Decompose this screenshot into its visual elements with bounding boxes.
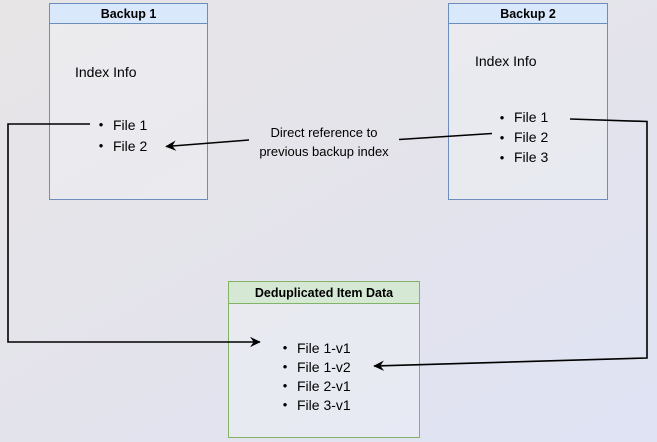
backup1-file-list: • File 1 • File 2 [94, 114, 148, 156]
list-item: • File 2-v1 [278, 376, 351, 395]
list-item: • File 2 [94, 135, 148, 156]
list-item: • File 2 [495, 127, 549, 147]
bullet-icon: • [98, 138, 104, 153]
dedup-title: Deduplicated Item Data [229, 282, 419, 304]
dedup-file-list: • File 1-v1 • File 1-v2 • File 2-v1 • Fi… [278, 338, 351, 414]
file-label: File 2 [514, 129, 549, 145]
list-item: • File 3 [495, 147, 549, 167]
file-label: File 3 [514, 149, 549, 165]
file-label: File 1-v2 [297, 358, 351, 375]
bullet-icon: • [98, 117, 104, 132]
backup2-title: Backup 2 [449, 4, 607, 24]
file-label: File 1-v1 [297, 339, 351, 356]
edge-label-line2: previous backup index [259, 144, 389, 159]
bullet-icon: • [499, 149, 505, 165]
file-label: File 1 [514, 109, 549, 125]
list-item: • File 1-v2 [278, 357, 351, 376]
file-label: File 2-v1 [297, 377, 351, 394]
file-label: File 3-v1 [297, 396, 351, 413]
bullet-icon: • [499, 129, 505, 145]
bullet-icon: • [282, 397, 288, 412]
backup2-file-list: • File 1 • File 2 • File 3 [495, 107, 549, 167]
bullet-icon: • [282, 359, 288, 374]
dedup-box: Deduplicated Item Data • File 1-v1 • Fil… [228, 281, 420, 438]
bullet-icon: • [499, 109, 505, 125]
list-item: • File 3-v1 [278, 395, 351, 414]
backup1-box: Backup 1 Index Info • File 1 • File 2 [49, 3, 208, 200]
list-item: • File 1-v1 [278, 338, 351, 357]
bullet-icon: • [282, 340, 288, 355]
file-label: File 2 [113, 137, 148, 154]
list-item: • File 1 [94, 114, 148, 135]
bullet-icon: • [282, 378, 288, 393]
file-label: File 1 [113, 116, 148, 133]
list-item: • File 1 [495, 107, 549, 127]
backup1-index-info-label: Index Info [75, 64, 137, 80]
backup2-index-info-label: Index Info [475, 53, 537, 69]
edge-label-direct-reference: Direct reference to previous backup inde… [243, 123, 405, 161]
edge-label-line1: Direct reference to [270, 125, 378, 140]
backup1-title: Backup 1 [50, 4, 207, 24]
backup2-box: Backup 2 Index Info • File 1 • File 2 • … [448, 3, 608, 200]
